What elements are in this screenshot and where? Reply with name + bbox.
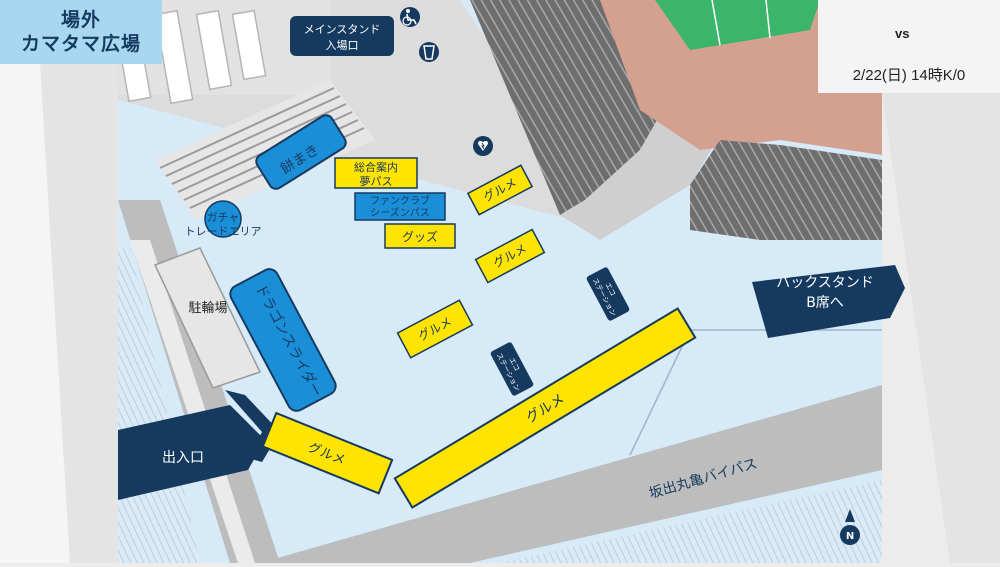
canal-bottom [500,480,882,563]
north-label: N [846,531,854,542]
gourmet-booth-2[interactable] [474,228,546,284]
main-stand-entrance-label-1: メインスタンド [304,23,381,36]
fanclub-label-1: ファンクラブ [370,194,430,207]
dragon-slider-booth[interactable] [227,266,339,414]
match-date: 2/22(日) 14時K/0 [852,67,966,84]
plaza-title: 場外 カマタマ広場 [0,0,162,64]
north-arrow-icon [840,509,860,545]
mochimaki-booth[interactable] [254,113,349,192]
gacha-label-2: トレードエリア [185,225,262,238]
match-info: 2/22(日) 14時K/0 [818,0,1000,93]
goods-booth[interactable] [384,223,456,249]
wheelchair-icon [400,7,420,27]
info-label-2: 夢パス [360,175,393,188]
bypass-road [260,385,882,563]
back-stand-label-2: B席へ [806,295,844,311]
eco-station-2[interactable] [490,341,535,396]
match-vs: vs [895,26,910,41]
gacha-label-1: ガチャ [207,211,240,224]
gourmet-booth-3[interactable] [396,299,474,359]
goods-label: グッズ [402,229,438,244]
bike-parking-area [153,247,262,389]
running-track [600,0,882,155]
gourmet-booth-5[interactable] [393,307,697,509]
back-stand-seats [690,140,882,240]
entrance-label: 出入口 [162,450,204,466]
right-wall [882,93,1000,563]
left-wall-shade [0,64,70,563]
gourmet-booth-1[interactable] [466,164,534,216]
pitch [655,0,820,50]
fanclub-booth[interactable] [354,192,446,221]
drink-icon [419,42,439,62]
plaza-title-line1: 場外 [60,9,101,31]
gacha-trade-circle[interactable] [204,200,242,238]
info-label-1: 総合案内 [354,160,398,174]
eco-station-1[interactable] [586,266,631,321]
back-stand-label-1: バックスタンド [776,275,874,291]
plaza-title-line2: カマタマ広場 [20,33,141,55]
back-stand-arrow[interactable] [752,265,905,338]
fanclub-label-2: シーズンパス [370,206,430,219]
main-stand-entrance-box [290,16,394,56]
gourmet-booth-4[interactable] [261,411,394,495]
aed-icon [473,136,493,156]
bike-parking-label: 駐輪場 [188,300,227,316]
main-stand-entrance-label-2: 入場口 [326,39,359,52]
info-booth[interactable] [334,157,418,189]
